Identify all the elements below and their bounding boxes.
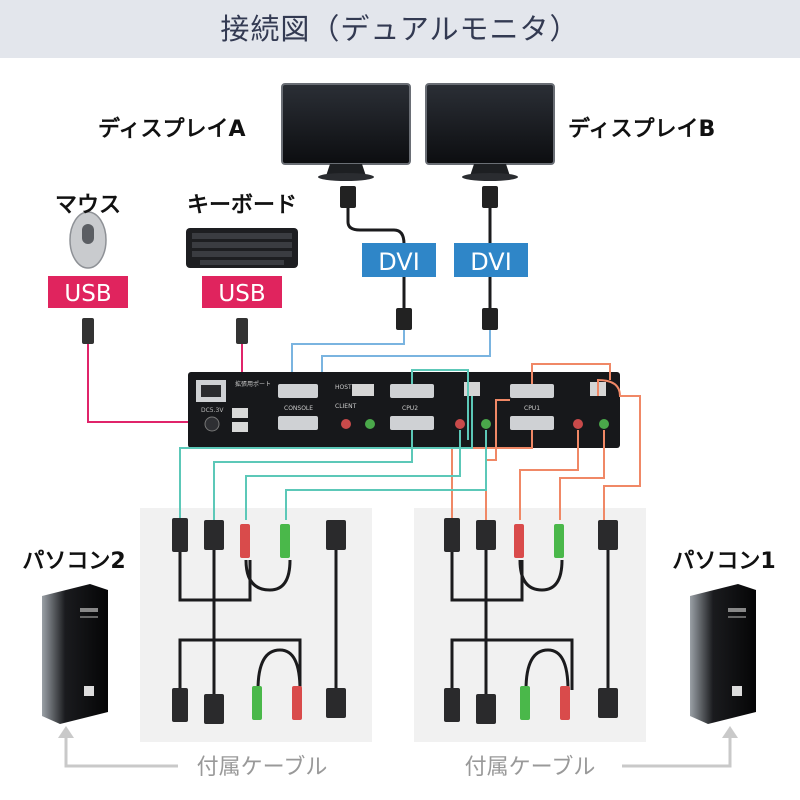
arrow-right-head [722,726,738,738]
display-b [425,83,555,181]
arrow-left [64,734,178,768]
usb-tag-mouse [48,276,128,308]
cable-set-1-cables [450,550,610,700]
port-expansion-label: 拡張用ポート [235,380,271,388]
port-client-label: CLIENT [335,403,357,410]
port-host-label: HOST [335,384,352,391]
usb-plug-mouse [82,318,94,344]
mouse-label: マウス [55,193,121,218]
port-console-label: CONSOLE [284,405,313,412]
dvi-tag-a-label: DVI [378,248,420,276]
cable-set-2-label: 付属ケーブル [197,755,328,780]
computer-2 [42,584,108,724]
dvi-tag-a [362,243,436,277]
dvi-plug-top-b [482,186,498,208]
computer-1-label: パソコン1 [672,549,775,574]
usb-tag-keyboard [202,276,282,308]
port-dc-label: DC5.3V [201,407,224,414]
usb-tag-keyboard-label: USB [218,281,265,307]
kvm-switch: DC5.3V 拡張用ポート CONSOLE HOST CLIENT CPU2 C… [188,372,620,448]
arrow-right [622,734,732,768]
dvi-plug-bottom-a [396,308,412,330]
display-a [281,83,411,181]
cable-set-1-label: 付属ケーブル [465,755,596,780]
computer-2-label: パソコン2 [22,549,125,574]
dc-jack [204,416,220,432]
arrow-left-head [58,726,74,738]
page-title: 接続図（デュアルモニタ） [220,12,580,46]
computer-1 [690,584,756,724]
cable-set-2-cables [178,550,338,700]
display-a-label: ディスプレイA [98,116,246,142]
dvi-tag-b-label: DVI [470,248,512,276]
dvi-plug-top-a [340,186,356,208]
keyboard [186,228,298,268]
display-b-label: ディスプレイB [568,116,715,142]
cable-set-1-plugs [444,518,618,724]
title-bar: 接続図（デュアルモニタ） [0,0,800,58]
dvi-plug-bottom-b [482,308,498,330]
port-cpu1-label: CPU1 [524,405,540,412]
usb-plug-keyboard [236,318,248,344]
cable-set-2-plugs [172,518,346,724]
dvi-tag-b [454,243,528,277]
usb-tag-mouse-label: USB [64,281,111,307]
port-cpu2-label: CPU2 [402,405,418,412]
mouse [69,211,107,269]
keyboard-label: キーボード [187,193,297,218]
